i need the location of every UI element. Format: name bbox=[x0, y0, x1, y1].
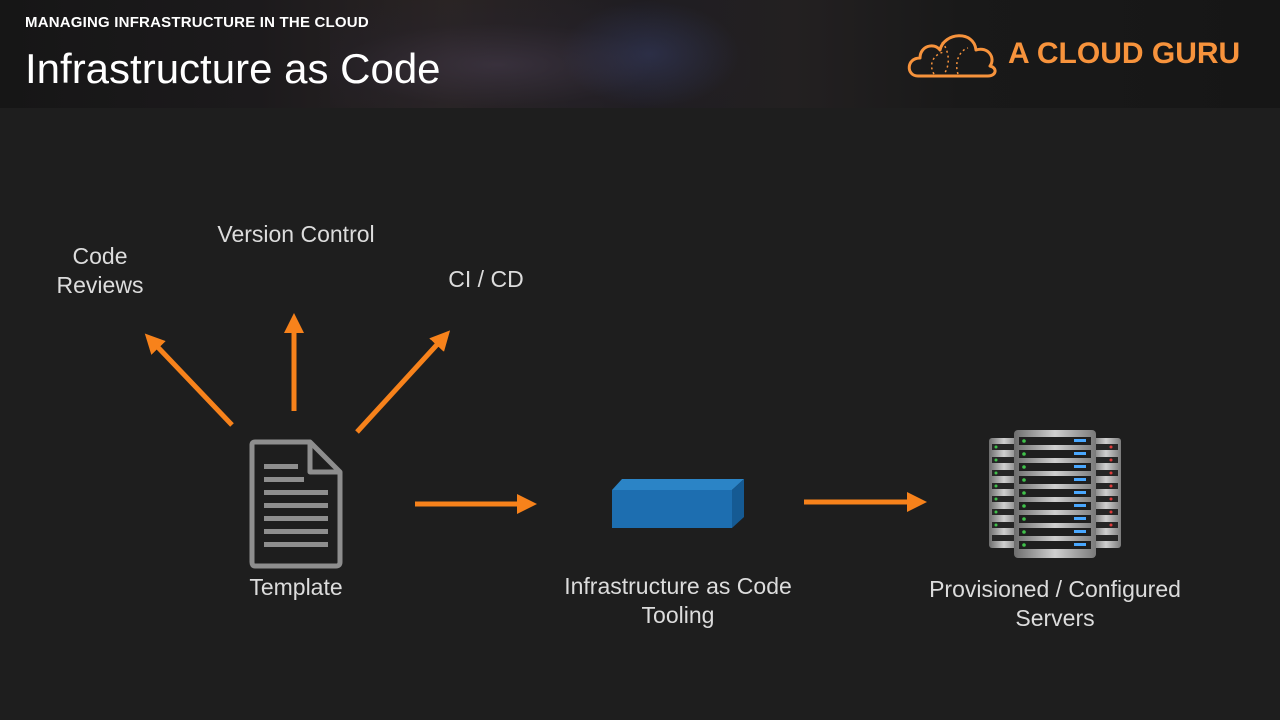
arrow-to-code-reviews bbox=[144, 333, 234, 427]
header-photo-shade-blue bbox=[560, 0, 740, 108]
document-icon bbox=[249, 439, 343, 569]
tooling-block-icon bbox=[612, 479, 744, 528]
code-reviews-label-line1: Code bbox=[72, 243, 128, 269]
header-banner: MANAGING INFRASTRUCTURE IN THE CLOUD Inf… bbox=[0, 0, 1280, 108]
logo-wordmark: A CLOUD GURU bbox=[1008, 37, 1241, 70]
tooling-label: Infrastructure as Code Tooling bbox=[538, 572, 818, 630]
ci-cd-label: CI / CD bbox=[448, 266, 524, 292]
tooling-label-line2: Tooling bbox=[641, 602, 715, 628]
cloud-logo-icon bbox=[907, 34, 997, 78]
section-kicker: MANAGING INFRASTRUCTURE IN THE CLOUD bbox=[25, 14, 369, 31]
version-control-label: Version Control bbox=[217, 221, 375, 247]
slide-title: Infrastructure as Code bbox=[25, 45, 441, 92]
servers-label-line1: Provisioned / Configured bbox=[929, 576, 1181, 602]
header-photo-shade bbox=[330, 0, 750, 108]
template-label: Template bbox=[249, 574, 343, 600]
server-rack-icon bbox=[989, 430, 1121, 558]
arrow-to-ci-cd bbox=[355, 330, 451, 434]
servers-label-line2: Servers bbox=[1015, 605, 1095, 631]
tooling-label-line1: Infrastructure as Code bbox=[564, 573, 792, 599]
code-reviews-label-line2: Reviews bbox=[56, 272, 144, 298]
brand-logo: A CLOUD GURU bbox=[904, 28, 1244, 82]
code-reviews-label: Code Reviews bbox=[40, 242, 160, 300]
servers-label: Provisioned / Configured Servers bbox=[905, 575, 1205, 633]
